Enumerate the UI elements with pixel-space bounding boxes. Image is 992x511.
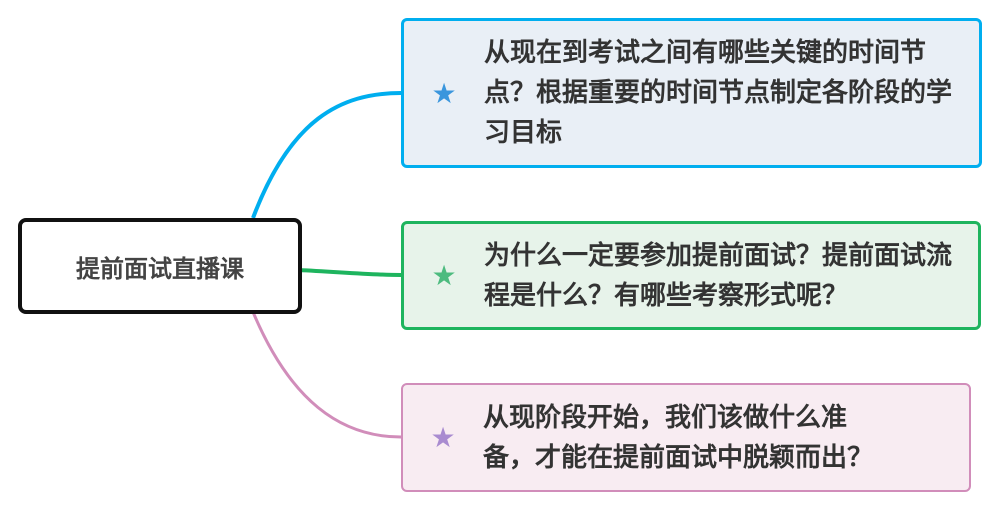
connector-branch-3 — [251, 311, 402, 439]
star-icon: ★ — [431, 259, 457, 292]
connector-branch-1 — [251, 91, 402, 219]
branch-text: 为什么一定要参加提前面试？提前面试流程是什么？有哪些考察形式呢？ — [484, 240, 953, 311]
branch-text: 从现在到考试之间有哪些关键的时间节点？根据重要的时间节点制定各阶段的学习目标 — [484, 38, 953, 148]
star-icon: ★ — [431, 76, 457, 110]
branch-node-3[interactable]: ★ 从现阶段开始，我们该做什么准备，才能在提前面试中脱颖而出？ — [401, 383, 971, 492]
root-label: 提前面试直播课 — [76, 254, 244, 283]
root-node[interactable]: 提前面试直播课 — [18, 218, 302, 314]
branch-text: 从现阶段开始，我们该做什么准备，才能在提前面试中脱颖而出？ — [483, 402, 874, 473]
star-icon: ★ — [430, 421, 456, 454]
branch-node-2[interactable]: ★ 为什么一定要参加提前面试？提前面试流程是什么？有哪些考察形式呢？ — [401, 221, 981, 330]
branch-node-1[interactable]: ★ 从现在到考试之间有哪些关键的时间节点？根据重要的时间节点制定各阶段的学习目标 — [401, 18, 982, 168]
connector-branch-2 — [297, 268, 402, 277]
